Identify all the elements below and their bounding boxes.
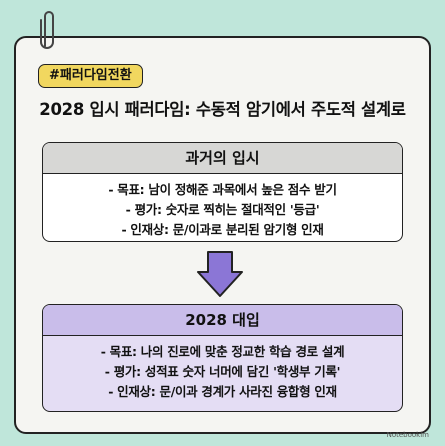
past-line-evaluation: - 평가: 숫자로 찍히는 절대적인 '등급' [125,202,320,217]
future-line-talent: - 인재상: 문/이과 경계가 사라진 융합형 인재 [108,384,337,399]
future-box-title: 2028 대입 [43,305,402,336]
past-admission-box: 과거의 입시 - 목표: 남이 정해준 과목에서 높은 점수 받기 - 평가: … [42,142,403,242]
future-line-evaluation: - 평가: 성적표 숫자 너머에 담긴 '학생부 기록' [104,364,341,379]
past-line-goal: - 목표: 남이 정해준 과목에서 높은 점수 받기 [108,182,337,197]
watermark: Notebooklm [386,431,429,439]
future-admission-box: 2028 대입 - 목표: 나의 진로에 맞춘 정교한 학습 경로 설계 - 평… [42,304,403,412]
headline: 2028 입시 패러다임: 수동적 암기에서 주도적 설계로 [39,100,406,119]
past-box-body: - 목표: 남이 정해준 과목에서 높은 점수 받기 - 평가: 숫자로 찍히는… [43,174,402,240]
down-arrow-icon [197,251,243,297]
paperclip-icon [40,11,54,49]
hashtag-badge: #패러다임전환 [38,64,143,88]
past-box-title: 과거의 입시 [43,143,402,174]
future-line-goal: - 목표: 나의 진로에 맞춘 정교한 학습 경로 설계 [100,344,345,359]
future-box-body: - 목표: 나의 진로에 맞춘 정교한 학습 경로 설계 - 평가: 성적표 숫… [43,336,402,402]
past-line-talent: - 인재상: 문/이과로 분리된 암기형 인재 [121,222,324,237]
